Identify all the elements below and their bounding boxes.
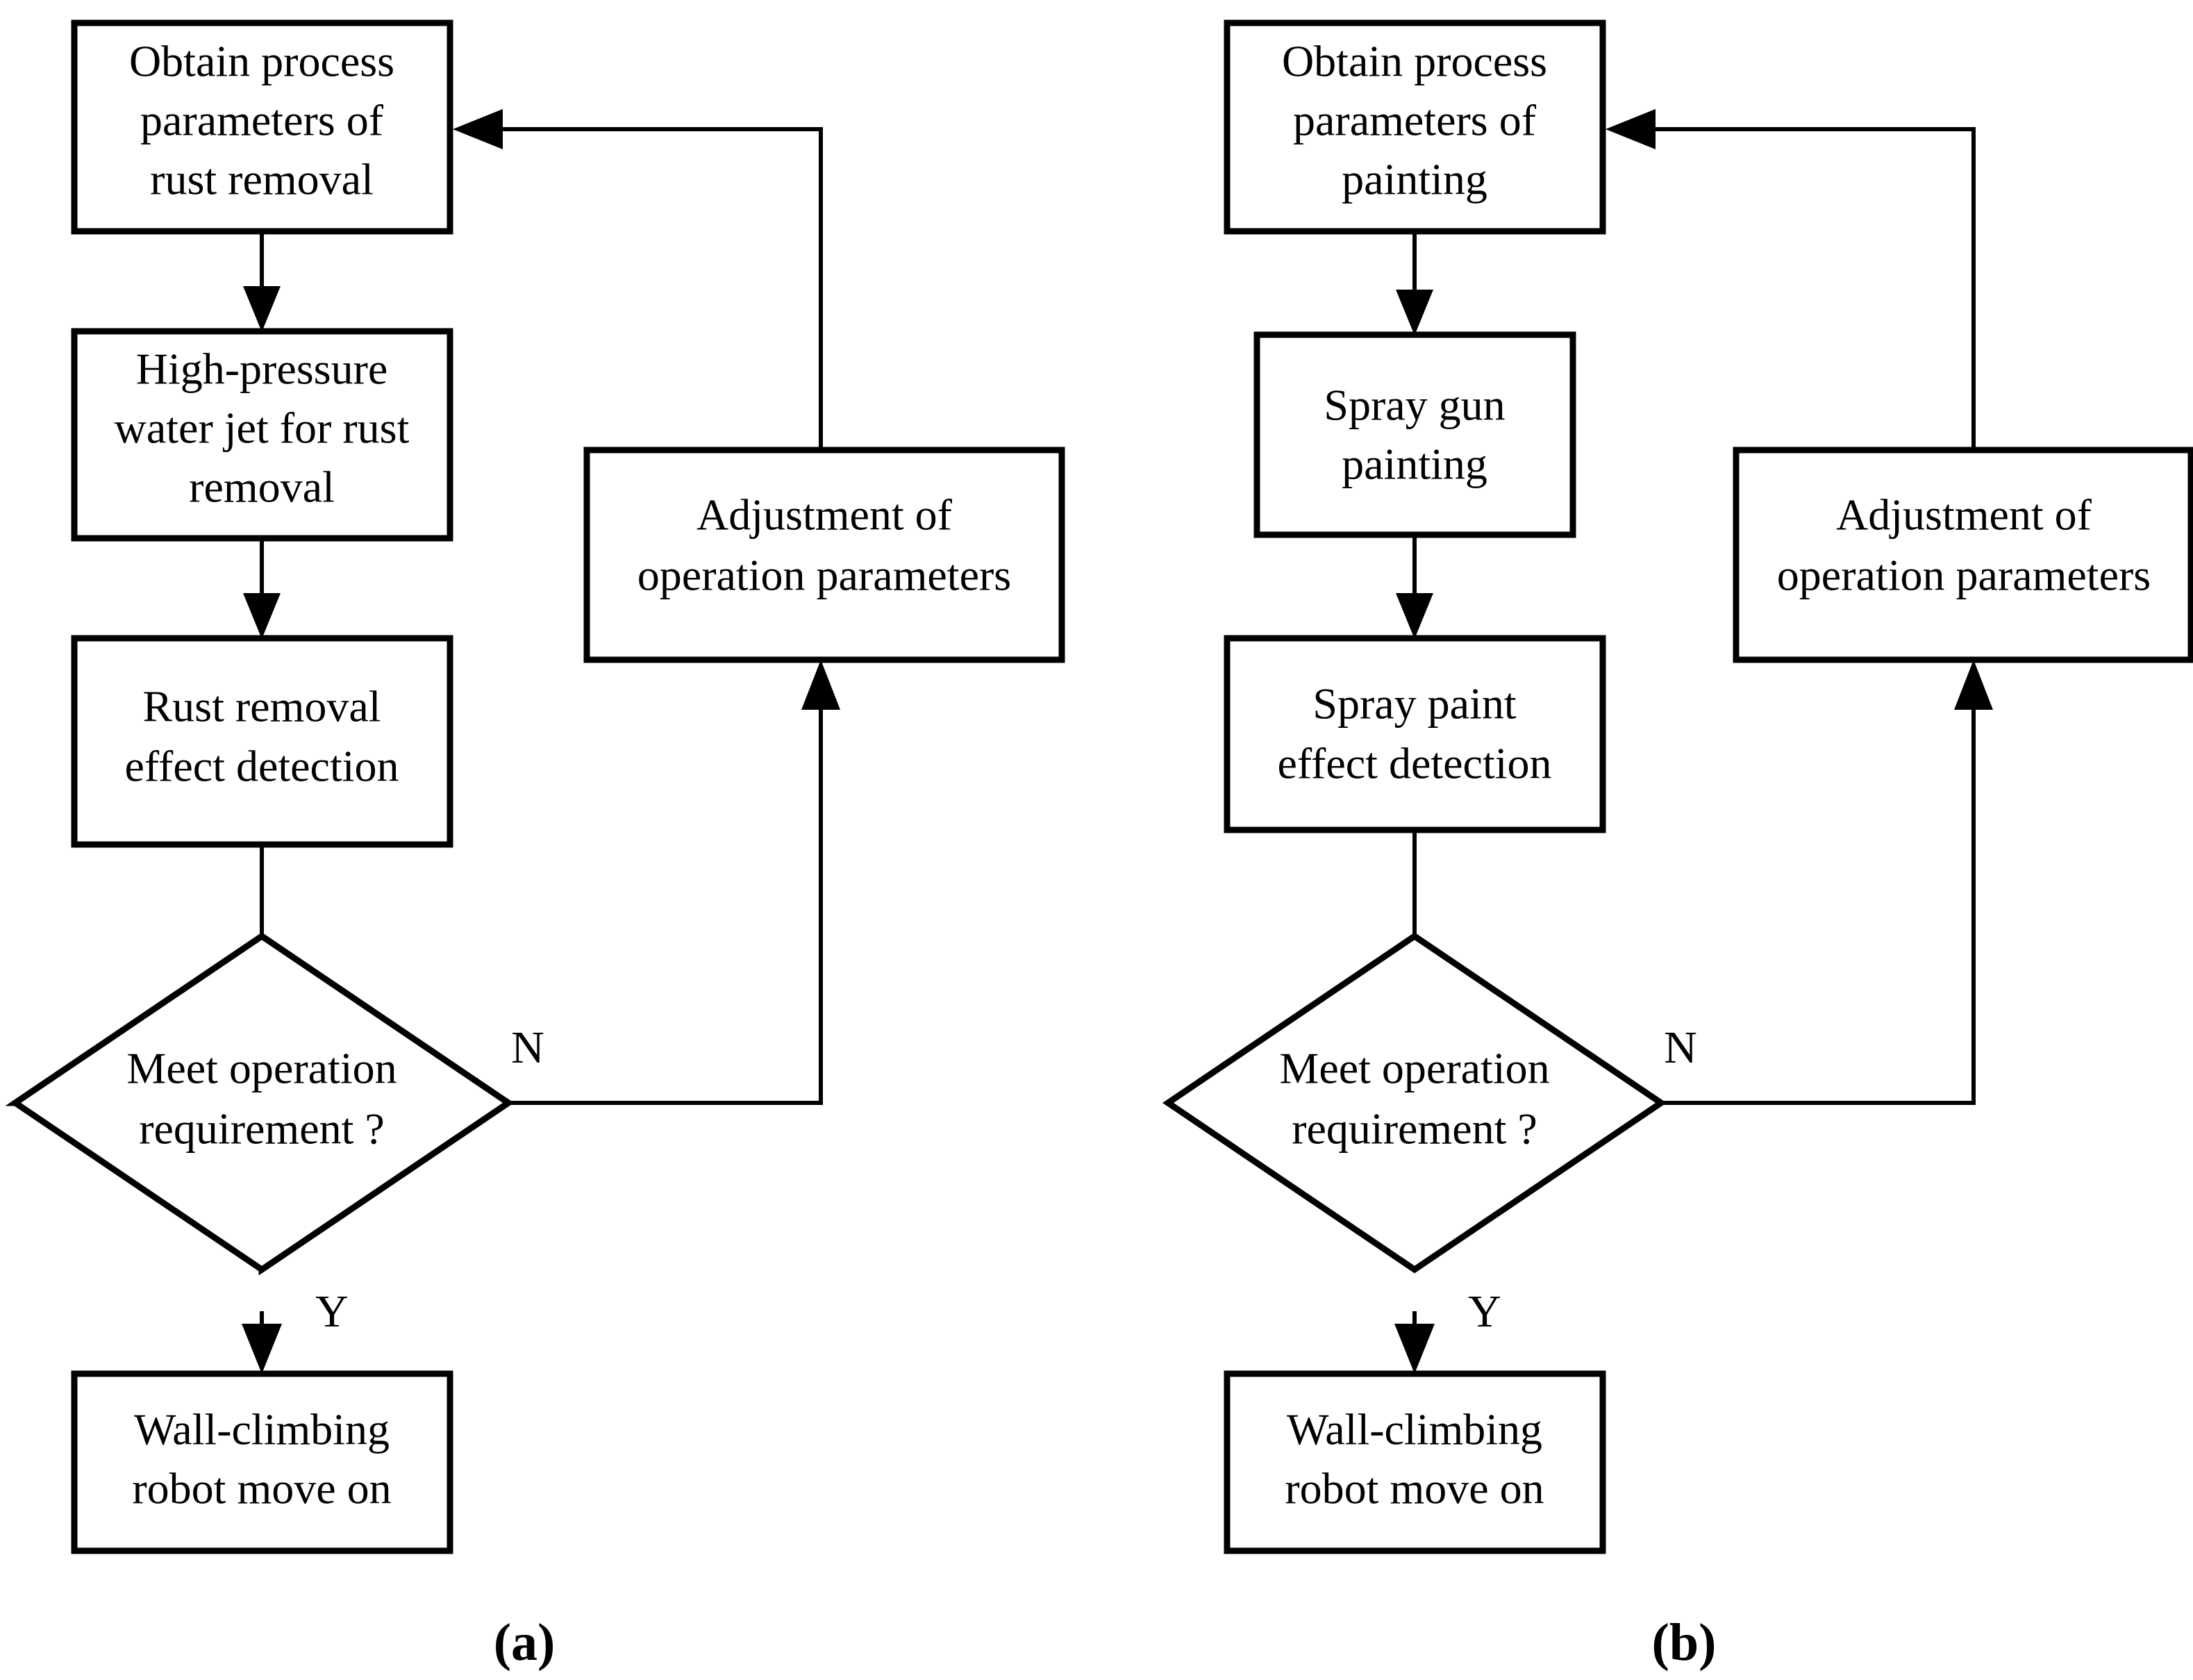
- edge-a-adjust-to-obtain: [453, 109, 823, 450]
- node-a-adjustment-of-operation-parameters[interactable]: Adjustment of operation parameters: [583, 447, 1065, 663]
- node-b-obtain-line2: parameters of: [1293, 96, 1537, 145]
- node-b-move-line2: robot move on: [1285, 1464, 1544, 1513]
- panel-b-caption: (b): [1652, 1613, 1717, 1672]
- node-a-adjust-line2: operation parameters: [637, 551, 1011, 600]
- branch-label-a-yes: Y: [315, 1286, 349, 1337]
- edge-a-decide-to-adjust: [507, 660, 840, 1105]
- node-b-wall-climbing-robot-move-on[interactable]: Wall-climbing robot move on: [1224, 1370, 1606, 1554]
- node-b-decide-line1: Meet operation: [1279, 1044, 1549, 1093]
- node-a-process-line2: water jet for rust: [115, 404, 410, 453]
- edge-a-process-to-detect: [243, 538, 281, 639]
- node-b-obtain-line3: painting: [1342, 155, 1487, 204]
- node-a-obtain-line3: rust removal: [150, 155, 374, 204]
- edge-b-adjust-to-obtain: [1606, 109, 1976, 450]
- node-a-high-pressure-water-jet[interactable]: High-pressure water jet for rust removal: [71, 328, 453, 542]
- node-a-obtain-line2: parameters of: [140, 96, 384, 145]
- node-b-obtain-line1: Obtain process: [1282, 37, 1547, 86]
- node-b-spray-paint-effect-detection[interactable]: Spray paint effect detection: [1224, 635, 1606, 833]
- edge-b-process-to-detect: [1396, 535, 1433, 639]
- node-b-spray-gun-painting[interactable]: Spray gun painting: [1253, 331, 1576, 538]
- node-b-decide-line2: requirement ?: [1292, 1104, 1537, 1154]
- branch-label-b-yes: Y: [1468, 1286, 1501, 1337]
- node-a-detect-line2: effect detection: [124, 742, 399, 791]
- node-a-rust-removal-effect-detection[interactable]: Rust removal effect detection: [71, 635, 453, 848]
- node-a-meet-operation-requirement[interactable]: Meet operation requirement ?: [5, 932, 515, 1276]
- node-b-detect-line2: effect detection: [1277, 739, 1551, 788]
- branch-label-b-no: N: [1664, 1022, 1697, 1073]
- edge-a-obtain-to-process: [243, 231, 281, 332]
- node-b-move-line1: Wall-climbing: [1287, 1405, 1542, 1454]
- node-a-wall-climbing-robot-move-on[interactable]: Wall-climbing robot move on: [71, 1370, 453, 1554]
- node-b-adjust-line2: operation parameters: [1777, 551, 2151, 600]
- node-a-decide-line1: Meet operation: [126, 1044, 397, 1093]
- node-b-meet-operation-requirement[interactable]: Meet operation requirement ?: [1162, 932, 1667, 1274]
- node-a-process-line3: removal: [189, 463, 335, 512]
- node-a-decide-line2: requirement ?: [139, 1104, 385, 1154]
- node-a-obtain-line1: Obtain process: [129, 37, 394, 86]
- edge-b-decide-to-move: [1394, 1311, 1435, 1374]
- branch-label-a-no: N: [511, 1022, 544, 1073]
- edge-b-obtain-to-process: [1396, 231, 1433, 335]
- edge-a-decide-to-move: [242, 1311, 282, 1374]
- panel-a: Obtain process parameters of rust remova…: [5, 19, 1065, 1672]
- panel-a-caption: (a): [494, 1613, 556, 1672]
- node-a-adjust-line1: Adjustment of: [697, 490, 953, 540]
- node-a-obtain-process-parameters[interactable]: Obtain process parameters of rust remova…: [71, 19, 453, 235]
- node-b-process-line1: Spray gun: [1324, 381, 1505, 430]
- node-a-move-line2: robot move on: [132, 1464, 391, 1513]
- edge-b-decide-to-adjust: [1660, 660, 1993, 1105]
- node-a-detect-line1: Rust removal: [142, 682, 381, 731]
- node-a-move-line1: Wall-climbing: [134, 1405, 390, 1454]
- node-b-adjust-line1: Adjustment of: [1836, 490, 2092, 540]
- node-a-process-line1: High-pressure: [136, 344, 388, 394]
- node-b-detect-line1: Spray paint: [1312, 679, 1517, 729]
- panel-b: Obtain process parameters of painting Sp…: [1162, 19, 2193, 1672]
- node-b-adjustment-of-operation-parameters[interactable]: Adjustment of operation parameters: [1733, 447, 2193, 663]
- node-b-process-line2: painting: [1342, 440, 1487, 489]
- node-b-obtain-process-parameters[interactable]: Obtain process parameters of painting: [1224, 19, 1606, 235]
